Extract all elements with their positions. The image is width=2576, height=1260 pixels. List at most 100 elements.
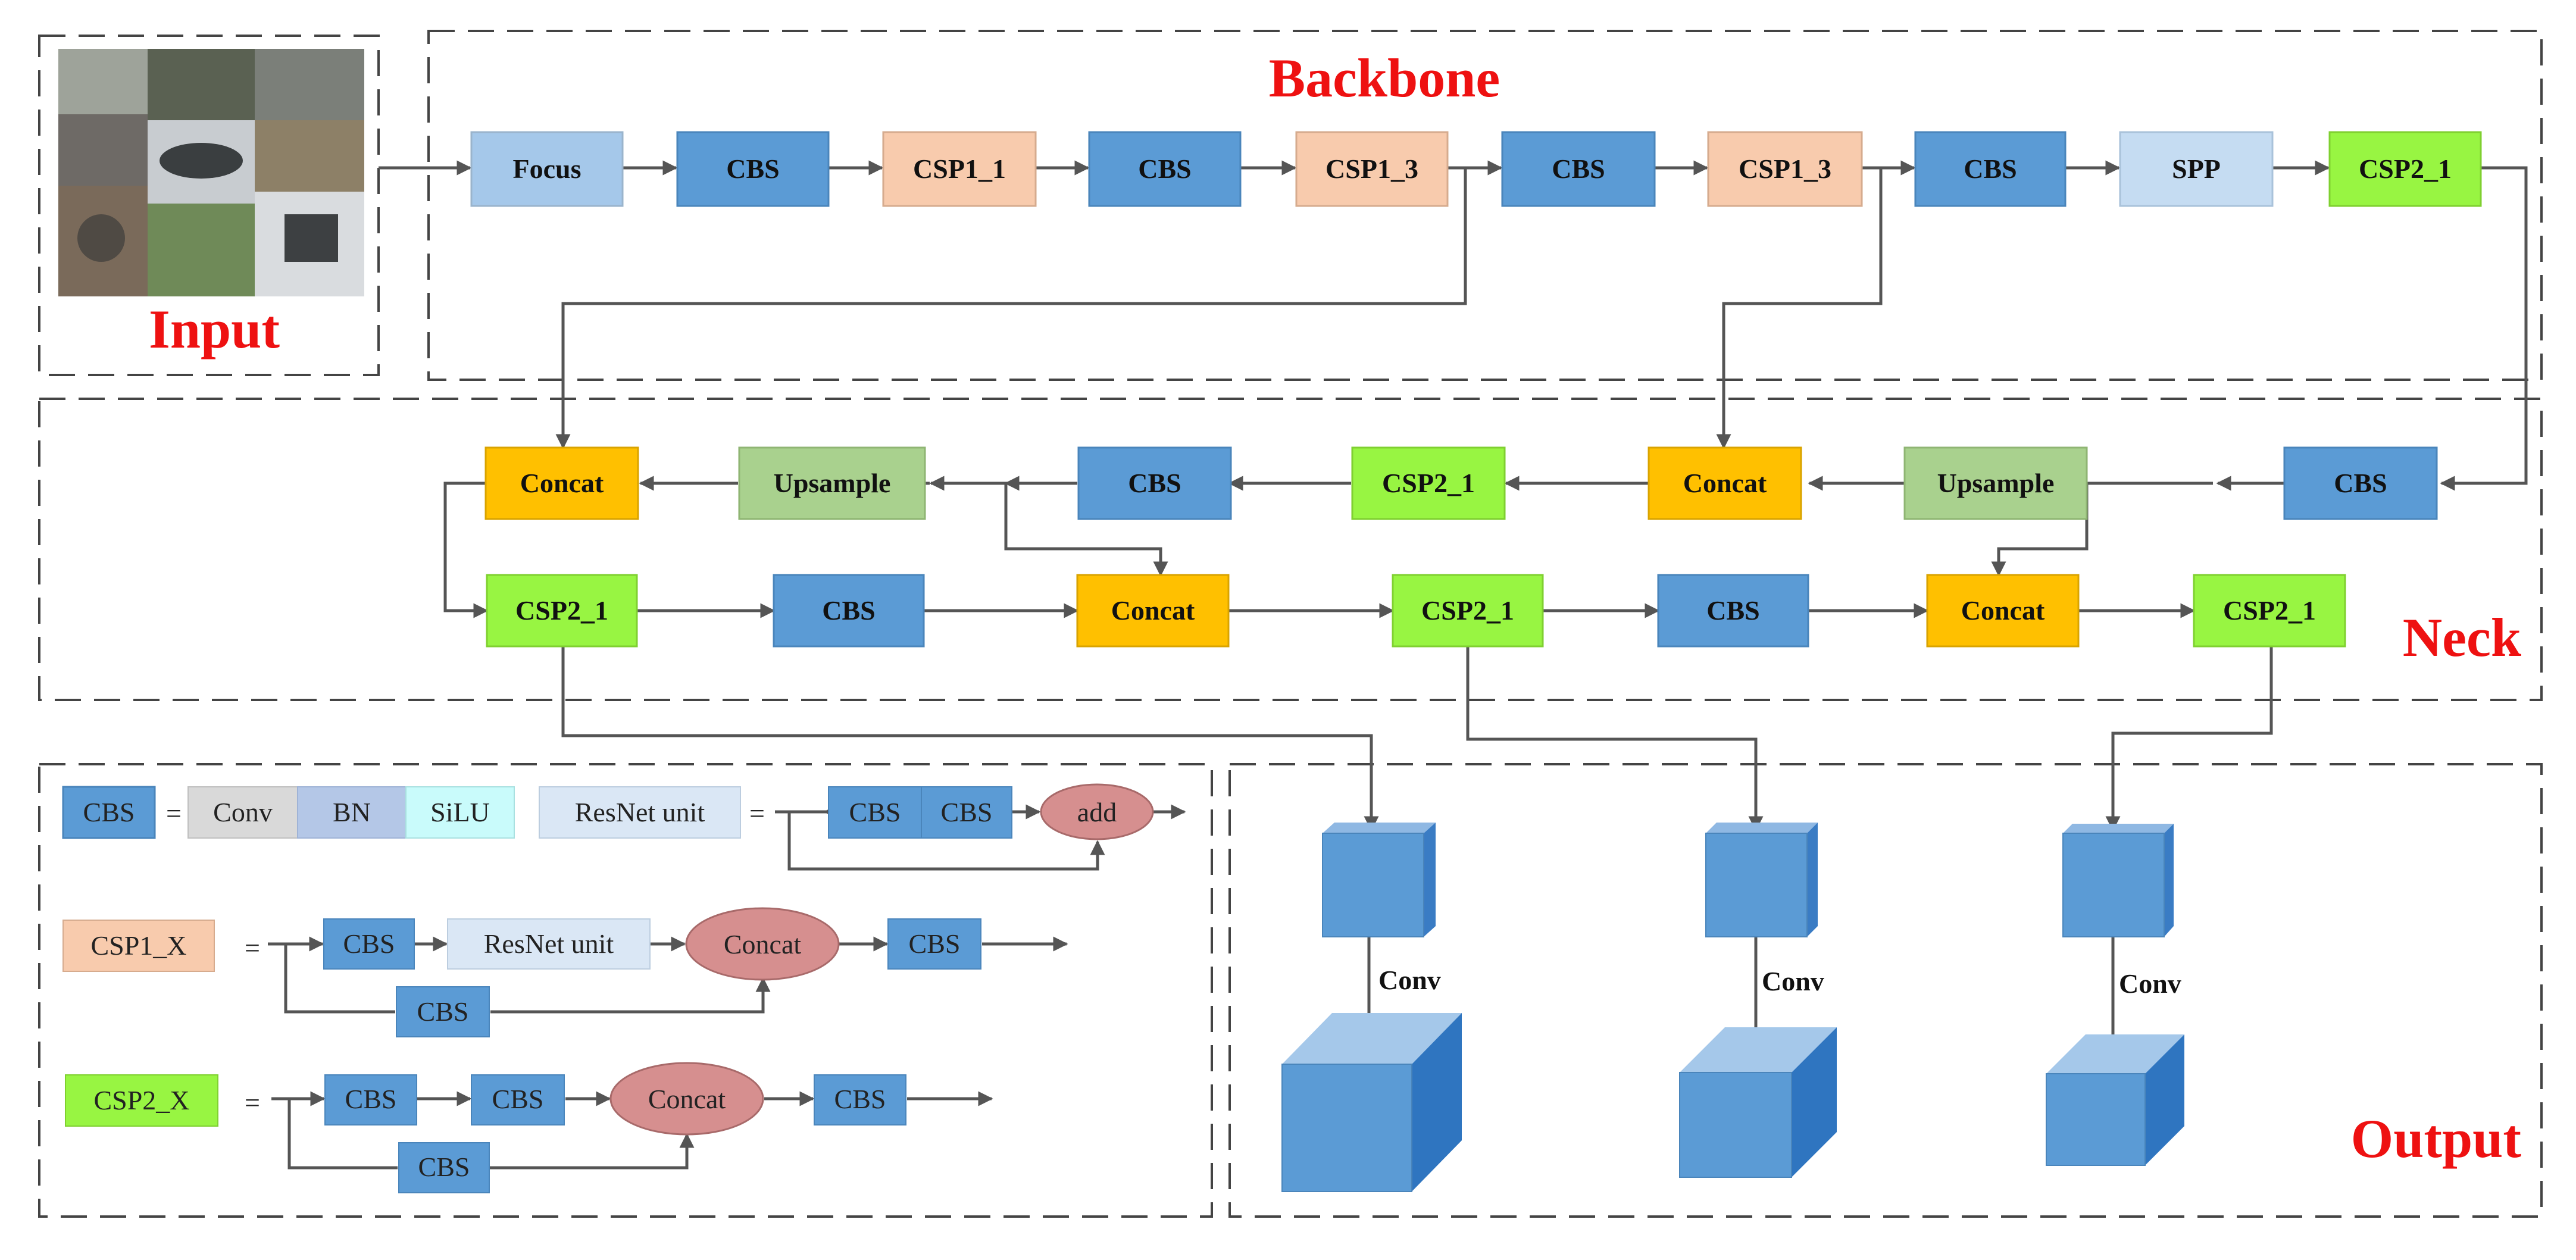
legend-csp2-label: CSP2_X: [93, 1085, 189, 1115]
conv-part-label: Conv: [213, 797, 273, 827]
upsample-block: [738, 446, 926, 520]
cbs-block: [676, 131, 830, 207]
csp1-block: [1707, 131, 1863, 207]
spp-block-label: SPP: [2172, 154, 2221, 184]
legend-csp1-block: [62, 920, 215, 972]
csp2-block: [1351, 446, 1506, 520]
backbone-frame: [427, 30, 2543, 381]
csp2-connectors: [271, 1091, 993, 1170]
concat-block-label: Concat: [1961, 595, 2045, 626]
output-frame: [1228, 763, 2543, 1218]
csp2-concat-label: Concat: [648, 1084, 726, 1114]
legend-cbs-label: CBS: [83, 797, 135, 827]
cbs-block: [1657, 574, 1809, 648]
resnet-cbs-1-label: CBS: [849, 797, 901, 827]
spp-block: [2119, 131, 2274, 207]
csp1-concat: [685, 907, 840, 981]
output-label: Output: [2351, 1108, 2522, 1169]
csp1-cbs-in-label: CBS: [343, 928, 395, 959]
neck-label: Neck: [2403, 607, 2522, 668]
output-prediction-cube: [1679, 1027, 1837, 1178]
csp2-block: [1392, 574, 1544, 648]
conv-label: Conv: [1762, 966, 1824, 996]
resnet-cbs-1: [828, 786, 922, 839]
input-label: Input: [149, 299, 280, 359]
cbs-block: [2283, 446, 2438, 520]
csp1-cbs-out: [887, 918, 981, 970]
cbs-block-label: CBS: [822, 595, 875, 626]
cbs-block: [1914, 131, 2067, 207]
cbs-block-label: CBS: [1706, 595, 1759, 626]
csp1-concat-label: Concat: [724, 929, 802, 959]
csp2-block-label: CSP2_1: [1382, 468, 1475, 498]
output-prediction-cube: [2046, 1034, 2184, 1166]
csp1-block: [1295, 131, 1449, 207]
csp1-block-label: CSP1_3: [1325, 154, 1418, 184]
resnet-connectors: [775, 804, 1186, 871]
csp1-block-label: CSP1_3: [1739, 154, 1831, 184]
upsample-block: [1903, 446, 2088, 520]
csp2-concat: [609, 1062, 764, 1136]
csp1-cbs-out-label: CBS: [909, 928, 961, 959]
csp1-block: [882, 131, 1037, 207]
conv-label: Conv: [2119, 968, 2181, 999]
cbs-block-label: CBS: [2334, 468, 2387, 498]
neck-row-2: CSP2_1 CBS Concat CSP2_1 CBS Concat CSP2…: [486, 574, 2346, 648]
csp1-cbs-in: [323, 918, 415, 970]
csp2-cbs-out: [814, 1074, 906, 1125]
cbs-block: [1088, 131, 1242, 207]
concat-block: [1647, 446, 1802, 520]
csp2-cbs-2: [471, 1074, 565, 1125]
csp2-block-label: CSP2_1: [2359, 154, 2452, 184]
csp2-cbs-1: [324, 1074, 417, 1125]
cbs-block: [773, 574, 925, 648]
legend-resnet-label: ResNet unit: [575, 797, 705, 827]
csp1-cbs-skip: [396, 986, 490, 1037]
add-node: [1040, 783, 1154, 840]
focus-block-label: Focus: [513, 154, 582, 184]
legend-frame: [38, 763, 1213, 1218]
output-feature-map: [1322, 823, 1436, 937]
silu-part-label: SiLU: [430, 797, 490, 827]
csp1-block-label: CSP1_1: [913, 154, 1006, 184]
concat-block-label: Concat: [1683, 468, 1767, 498]
csp2-cbs-2-label: CBS: [492, 1084, 544, 1114]
neck-frame: [38, 398, 2543, 701]
csp1-cbs-skip-label: CBS: [417, 996, 469, 1027]
legend: CBS = Conv BN SiLU ResNet unit = CBS CBS…: [62, 783, 1186, 1193]
section-frames: [38, 30, 2543, 1218]
cbs-block-label: CBS: [1138, 154, 1191, 184]
output-feature-map: [2062, 824, 2174, 937]
csp2-cbs-skip: [398, 1142, 490, 1193]
cbs-block-label: CBS: [1128, 468, 1181, 498]
concat-block: [1926, 574, 2080, 648]
focus-block: [470, 131, 624, 207]
csp2-block-label: CSP2_1: [1421, 595, 1514, 626]
concat-block-label: Concat: [520, 468, 604, 498]
cbs-block-label: CBS: [1552, 154, 1605, 184]
csp2-cbs-skip-label: CBS: [418, 1152, 470, 1182]
backbone-label: Backbone: [1269, 48, 1500, 108]
csp2-block-label: CSP2_1: [515, 595, 608, 626]
input-image-collage: [58, 49, 364, 296]
output-heads: Conv Conv Conv: [1281, 823, 2184, 1192]
csp1-resnet: [447, 918, 651, 970]
output-prediction-cube: [1281, 1013, 1462, 1192]
legend-csp2-block: [65, 1074, 218, 1127]
backbone-blocks: Focus CBS CSP1_1 CBS CSP1_3 CBS CSP1_3 C…: [470, 131, 2482, 207]
csp1-connectors: [268, 936, 1068, 1014]
neck-row-1: Concat Upsample CBS CSP2_1 Concat Upsamp…: [484, 446, 2438, 520]
input-frame: [38, 35, 380, 376]
resnet-cbs-2-label: CBS: [941, 797, 993, 827]
concat-block: [1076, 574, 1230, 648]
concat-block: [484, 446, 639, 520]
equals-sign: =: [245, 933, 260, 963]
upsample-block-label: Upsample: [1937, 468, 2055, 498]
concat-block-label: Concat: [1111, 595, 1195, 626]
csp2-block: [2328, 131, 2482, 207]
csp1-resnet-label: ResNet unit: [484, 928, 614, 959]
equals-sign: =: [245, 1087, 260, 1118]
csp2-block: [2193, 574, 2346, 648]
legend-csp1-label: CSP1_X: [90, 930, 186, 961]
